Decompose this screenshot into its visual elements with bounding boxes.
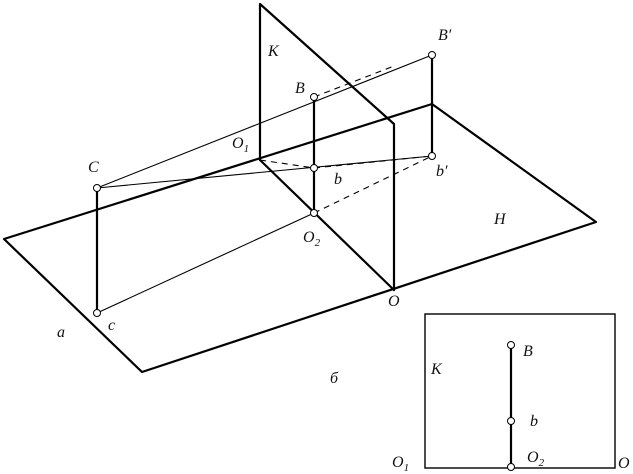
label-o2: O2 [303,229,321,249]
dashed-b-bprime-upper [313,65,395,98]
line-c-bprime [96,54,433,189]
label-o1: O1 [232,135,249,155]
line-c-o2 [96,212,315,314]
label-o: O [388,293,400,310]
label-k: K [267,43,280,60]
point-c-upper [93,184,101,192]
point-bprime-lower [428,152,436,160]
label-b-fig-b: B [523,343,533,360]
label-h: H [493,211,507,228]
label-c-upper: C [88,159,99,176]
plane-k-frame [424,313,616,469]
label-o2-fig-b: O2 [527,449,545,469]
plane-k-outline [258,2,396,292]
point-b [310,93,318,101]
label-c-lower: c [108,317,115,334]
point-bprime [428,51,436,59]
label-o1-fig-b: O1 [392,454,409,474]
point-o2-fig-b [507,463,515,471]
caption-a: a [57,324,65,341]
label-b-lower: b [334,171,342,188]
point-b-lower-fig-b [507,417,515,425]
line-c-bprime-lower [96,155,433,189]
point-c-lower [93,309,101,317]
label-b-upper: B [295,80,305,97]
dashed-b-bprime [313,155,433,169]
point-o2 [310,209,318,217]
label-k-fig-b: K [430,361,443,378]
plane-k-trace-o1-o [258,158,396,292]
label-bprime: B′ [438,27,452,44]
label-bprime-lower: b′ [436,163,448,180]
point-b-lower [310,164,318,172]
caption-b: б [330,370,339,387]
plane-h-outline [2,102,598,374]
dashed-o1-b [259,159,315,169]
dashed-o2-bprime [313,155,433,214]
label-b-lower-fig-b: b [530,413,538,430]
point-b-fig-b [507,341,515,349]
label-o-fig-b: O [618,455,630,472]
